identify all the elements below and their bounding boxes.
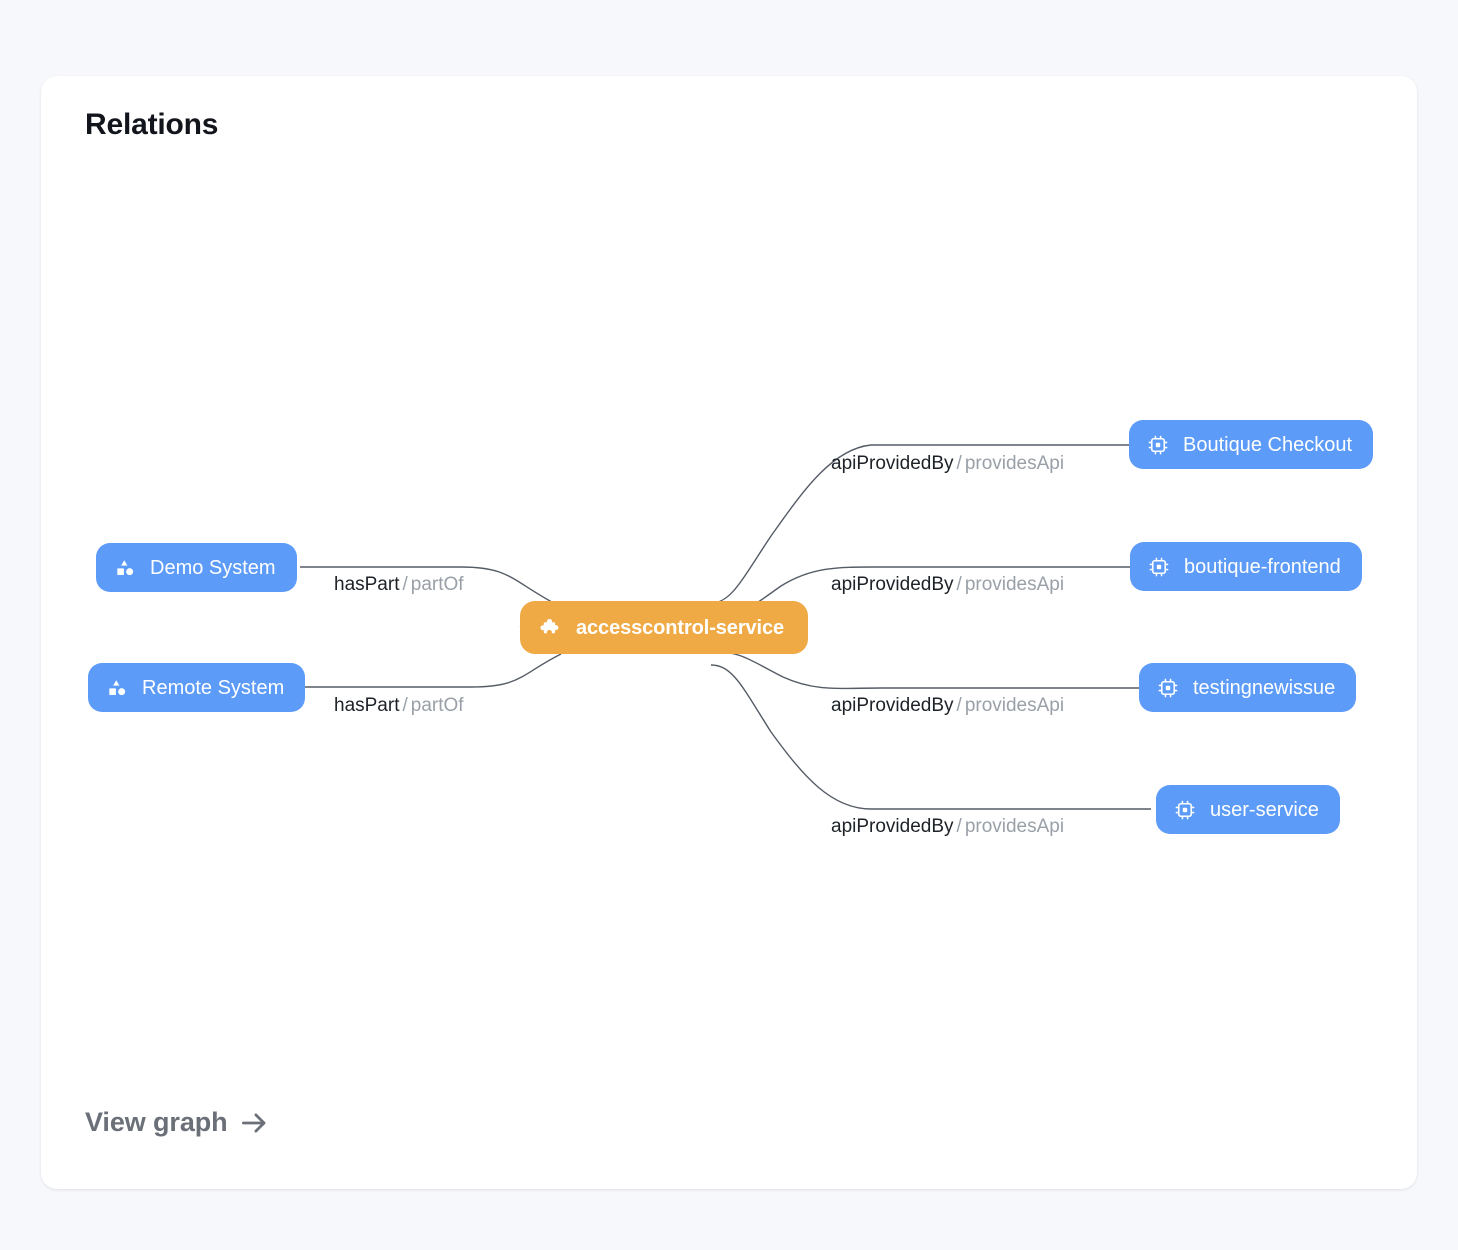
edge-label-reverse: providesApi	[964, 453, 1065, 474]
edge-label-separator: /	[956, 695, 962, 716]
chip-icon	[1147, 434, 1169, 456]
edge-user-service	[710, 664, 1151, 810]
node-label: accesscontrol-service	[576, 616, 785, 639]
edge-label-reverse: providesApi	[964, 695, 1065, 716]
edge-label-separator: /	[402, 574, 408, 595]
edge-label-separator: /	[956, 453, 962, 474]
node-label: Demo System	[150, 556, 276, 579]
chip-icon	[1148, 556, 1170, 578]
edge-label-forward: apiProvidedBy	[831, 695, 954, 716]
edge-label-boutique-checkout: apiProvidedBy/providesApi	[831, 454, 1064, 473]
edge-label-boutique-frontend: apiProvidedBy/providesApi	[831, 575, 1064, 594]
edge-label-forward: hasPart	[334, 574, 400, 595]
node-label: Remote System	[142, 676, 285, 699]
edge-label-forward: hasPart	[334, 695, 400, 716]
category-icon	[114, 557, 136, 579]
category-icon	[106, 677, 128, 699]
graph-node-boutique-checkout[interactable]: Boutique Checkout	[1129, 420, 1374, 469]
graph-node-accesscontrol-service[interactable]: accesscontrol-service	[520, 601, 809, 654]
node-label: testingnewissue	[1193, 676, 1336, 699]
edge-label-user-service: apiProvidedBy/providesApi	[831, 817, 1064, 836]
puzzle-piece-icon	[540, 617, 562, 639]
edge-label-reverse: partOf	[410, 695, 464, 716]
chip-icon	[1157, 677, 1179, 699]
edge-label-separator: /	[956, 816, 962, 837]
edge-label-demo-system: hasPart/partOf	[334, 575, 464, 594]
edge-label-forward: apiProvidedBy	[831, 574, 954, 595]
node-label: user-service	[1210, 798, 1319, 821]
edge-label-reverse: partOf	[410, 574, 464, 595]
graph-node-remote-system[interactable]: Remote System	[88, 663, 306, 712]
graph-node-user-service[interactable]: user-service	[1156, 785, 1340, 834]
edge-label-testingnewissue: apiProvidedBy/providesApi	[831, 696, 1064, 715]
edge-label-separator: /	[402, 695, 408, 716]
edge-label-remote-system: hasPart/partOf	[334, 696, 464, 715]
view-graph-link[interactable]: View graph	[85, 1107, 269, 1138]
graph-node-boutique-frontend[interactable]: boutique-frontend	[1130, 542, 1362, 591]
edge-remote-system	[300, 653, 562, 688]
relations-graph: Demo System Remote System	[41, 76, 1417, 1189]
edge-label-reverse: providesApi	[964, 574, 1065, 595]
page-title: Relations	[85, 108, 219, 141]
edge-boutique-checkout	[710, 444, 1131, 604]
view-graph-label: View graph	[85, 1107, 228, 1137]
relations-card: Relations	[41, 76, 1417, 1189]
edge-label-forward: apiProvidedBy	[831, 453, 954, 474]
edge-label-reverse: providesApi	[964, 816, 1065, 837]
edge-testingnewissue	[710, 650, 1139, 690]
graph-node-testingnewissue[interactable]: testingnewissue	[1139, 663, 1357, 712]
edge-label-separator: /	[956, 574, 962, 595]
graph-node-demo-system[interactable]: Demo System	[96, 543, 297, 592]
node-label: Boutique Checkout	[1183, 433, 1353, 456]
arrow-right-icon	[239, 1108, 269, 1138]
node-label: boutique-frontend	[1184, 555, 1341, 578]
edge-label-forward: apiProvidedBy	[831, 816, 954, 837]
chip-icon	[1174, 799, 1196, 821]
